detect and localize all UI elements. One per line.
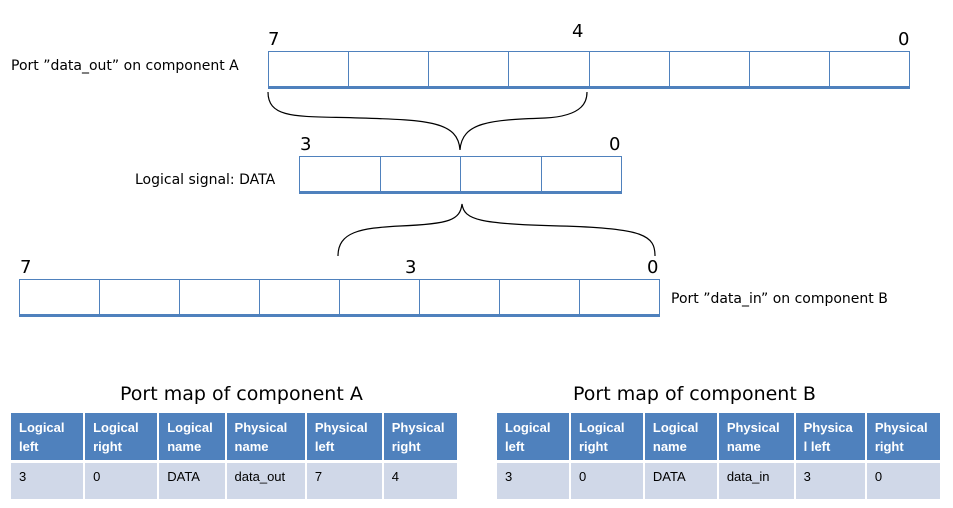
lower-brace xyxy=(337,203,656,257)
bit-cell xyxy=(179,280,259,314)
cell-logical-left: 3 xyxy=(11,461,85,499)
bit-cell xyxy=(419,280,499,314)
cell-physical-name: data_in xyxy=(716,461,795,499)
bit-cell xyxy=(668,52,749,86)
bit-cell xyxy=(588,52,669,86)
port-map-a-title: Port map of component A xyxy=(120,383,363,405)
bit-cell xyxy=(540,157,622,191)
bit-cell xyxy=(428,52,508,86)
bit-cell xyxy=(460,157,541,191)
bit-cell xyxy=(99,280,179,314)
cell-logical-name: DATA xyxy=(642,461,718,499)
logical-index-right: 0 xyxy=(609,134,621,155)
table-row: 3 0 DATA data_in 3 0 xyxy=(497,461,940,499)
bit-cell xyxy=(348,52,428,86)
cell-physical-left: 3 xyxy=(793,461,866,499)
logical-index-left: 3 xyxy=(300,134,312,155)
bit-cell xyxy=(748,52,829,86)
cell-logical-name: DATA xyxy=(157,461,226,499)
upper-brace xyxy=(267,91,588,151)
port-b-index-mid: 3 xyxy=(405,257,417,278)
port-a-index-mid: 4 xyxy=(572,21,584,42)
bit-cell xyxy=(499,280,579,314)
cell-logical-right: 0 xyxy=(83,461,159,499)
cell-logical-left: 3 xyxy=(497,461,570,499)
bit-cell xyxy=(579,280,659,314)
bit-cell xyxy=(508,52,588,86)
table-row: 3 0 DATA data_out 7 4 xyxy=(11,461,457,499)
port-b-label: Port ”data_in” on component B xyxy=(671,291,888,307)
port-a-label: Port ”data_out” on component A xyxy=(11,58,239,74)
port-b-bit-vector xyxy=(19,279,660,317)
bit-cell xyxy=(259,280,339,314)
logical-bit-vector xyxy=(299,156,622,194)
port-b-index-right: 0 xyxy=(647,257,659,278)
bit-cell xyxy=(379,157,461,191)
bit-cell xyxy=(828,52,909,86)
logical-signal-label: Logical signal: DATA xyxy=(135,172,276,188)
cell-logical-right: 0 xyxy=(568,461,644,499)
port-b-index-left: 7 xyxy=(20,257,32,278)
cell-physical-left: 7 xyxy=(304,461,383,499)
bit-cell xyxy=(339,280,419,314)
port-a-bit-vector xyxy=(268,51,910,89)
cell-physical-name: data_out xyxy=(224,461,306,499)
cell-physical-right: 4 xyxy=(381,461,457,499)
port-a-index-left: 7 xyxy=(268,29,280,50)
port-a-index-right: 0 xyxy=(898,29,910,50)
cell-physical-right: 0 xyxy=(864,461,940,499)
port-map-b-title: Port map of component B xyxy=(573,383,816,405)
